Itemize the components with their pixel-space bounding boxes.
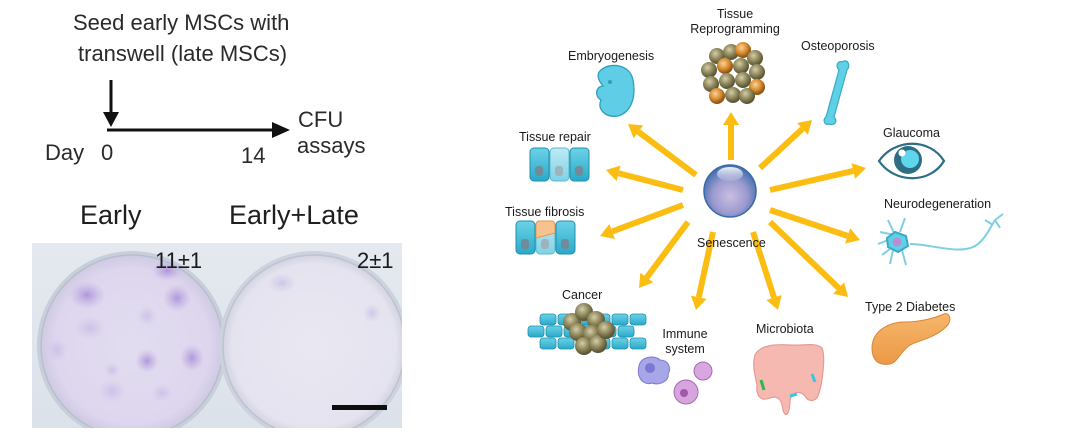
- tumor-icon: [527, 303, 647, 355]
- outcome-label-immune-system: Immune system: [655, 327, 715, 357]
- outcome-label-embryogenesis: Embryogenesis: [568, 49, 655, 63]
- colony-count-early-late: 2±1: [357, 248, 394, 273]
- protocol-line-1: Seed early MSCs with: [73, 10, 290, 35]
- arrow-neurodegeneration: [769, 207, 860, 244]
- day-end: 14: [241, 143, 266, 168]
- endpoint-line-1: CFU: [298, 107, 344, 132]
- label-line: Reprogramming: [690, 22, 780, 36]
- fibrotic-tissue-icon: [515, 220, 576, 255]
- arrow-tissue-fibrosis: [600, 202, 685, 239]
- epithelial-cell: [557, 337, 575, 350]
- epithelial-cell: [545, 325, 563, 338]
- senescent-cell-icon: [703, 164, 757, 218]
- epithelial-cell: [629, 313, 647, 326]
- dish-early: [37, 251, 227, 428]
- seed-arrow-icon: [103, 80, 119, 127]
- pancreas-icon: [871, 313, 951, 365]
- bone-icon: [823, 60, 850, 126]
- outcome-label-cancer: Cancer: [562, 288, 603, 302]
- outcome-label-neurodegeneration: Neurodegeneration: [884, 197, 992, 211]
- colony-count-early: 11±1: [155, 248, 203, 273]
- arrow-type-2-diabetes: [767, 219, 848, 297]
- timeline: [103, 80, 290, 138]
- condition-label-early: Early: [80, 200, 142, 230]
- arrows: [600, 112, 866, 310]
- arrow-osteoporosis: [757, 120, 812, 171]
- arrow-microbiota: [750, 231, 782, 310]
- day-start: 0: [101, 140, 114, 165]
- arrow-cancer: [639, 220, 691, 288]
- immune-cells-icon: [637, 356, 713, 405]
- embryo-icon: [596, 64, 635, 117]
- epithelial-cell: [539, 337, 557, 350]
- timeline-arrow: [107, 122, 290, 138]
- protocol-line-2: transwell (late MSCs): [78, 41, 288, 66]
- label-line: Tissue: [716, 7, 754, 21]
- outcome-label-tissue-repair: Tissue repair: [519, 130, 591, 144]
- epithelial-cell: [617, 325, 635, 338]
- outcome-label-tissue-reprogramming: Tissue Reprogramming: [690, 7, 780, 37]
- outcome-label-type-2-diabetes: Type 2 Diabetes: [865, 300, 956, 314]
- label-line: Immune: [662, 327, 708, 341]
- outcome-label-glaucoma: Glaucoma: [883, 126, 940, 140]
- outcome-label-osteoporosis: Osteoporosis: [801, 39, 875, 53]
- outcome-label-microbiota: Microbiota: [756, 322, 814, 336]
- arrow-tissue-reprogramming: [723, 112, 739, 160]
- arrow-glaucoma: [769, 163, 866, 193]
- scale-bar: [332, 405, 387, 410]
- dish-early-late: [219, 251, 402, 428]
- outcome-label-tissue-fibrosis: Tissue fibrosis: [505, 205, 585, 219]
- condition-label-early-late: Early+Late: [229, 200, 359, 230]
- epithelium-icon: [529, 147, 590, 182]
- epithelial-cell: [611, 313, 629, 326]
- label-line: system: [665, 342, 705, 356]
- arrow-immune-system: [690, 231, 716, 310]
- endpoint-line-2: assays: [297, 133, 366, 158]
- cell-cluster-icon: [701, 42, 765, 104]
- eye-icon: [877, 142, 946, 180]
- epithelial-cell: [611, 337, 629, 350]
- colonies-early: [47, 261, 204, 403]
- center-label-senescence: Senescence: [697, 236, 766, 250]
- timeline-label: Day: [45, 140, 85, 165]
- cfu-plate-photo: [32, 243, 402, 428]
- epithelial-cell: [539, 313, 557, 326]
- intestine-icon: [753, 344, 825, 415]
- neuron-icon: [877, 213, 1004, 266]
- epithelial-cell: [629, 337, 647, 350]
- arrow-embryogenesis: [628, 124, 698, 178]
- epithelial-cell: [527, 325, 545, 338]
- arrow-tissue-repair: [606, 165, 684, 193]
